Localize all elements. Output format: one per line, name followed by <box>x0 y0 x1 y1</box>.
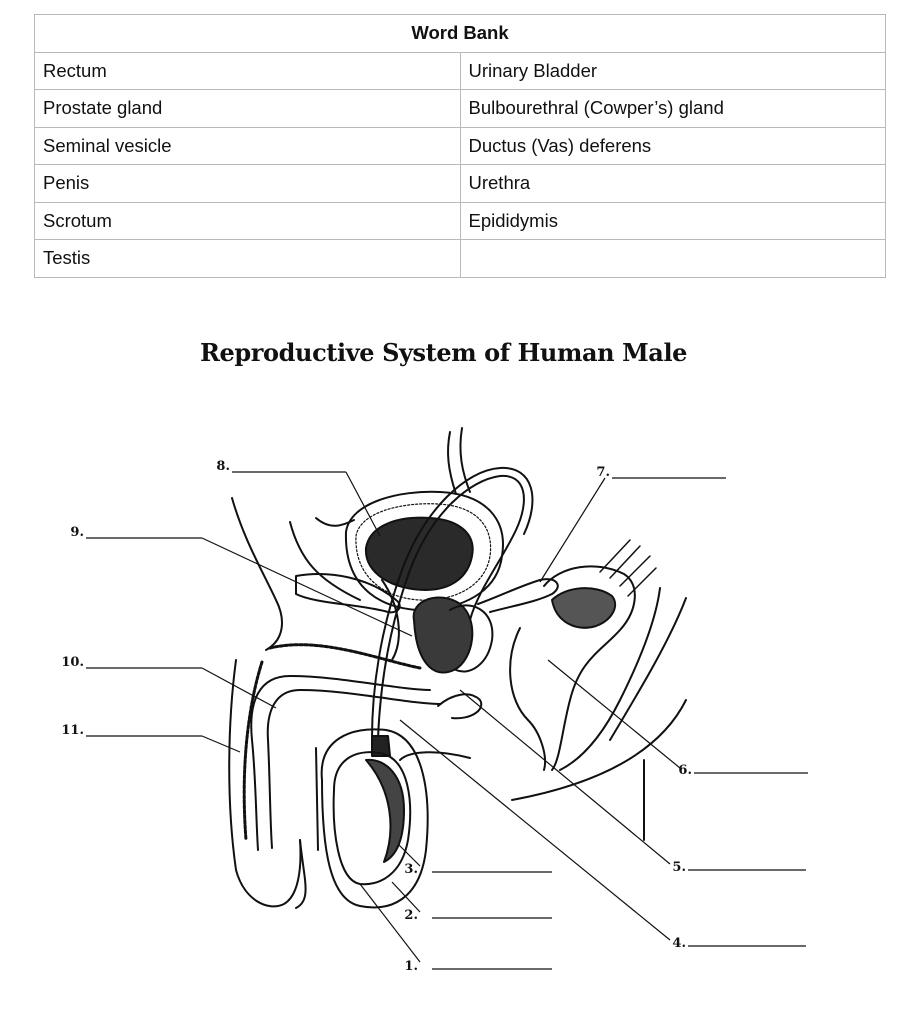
word-bank-term: Testis <box>34 239 461 278</box>
anatomy-drawing <box>228 427 687 909</box>
diagram-title: Reproductive System of Human Male <box>200 338 688 367</box>
word-bank-term: Prostate gland <box>34 89 461 128</box>
label-3: 3. <box>404 862 418 877</box>
label-7-pointer <box>539 477 606 583</box>
seminal-vesicle <box>477 578 559 613</box>
diagram-labels: 1. 2. 3. 4. 5. 6. 7. 8. 9. 10. 11. <box>61 459 692 974</box>
rectum-lumen <box>551 587 617 629</box>
epididymis <box>365 758 405 863</box>
rectum-muscle-fibers <box>599 539 657 597</box>
sacral-line <box>559 587 661 771</box>
word-bank-term: Penis <box>34 164 461 203</box>
penis-outline <box>228 659 302 908</box>
label-3-pointer <box>397 843 421 867</box>
ureter-left <box>447 431 457 495</box>
word-bank-row: Penis Urethra <box>34 164 886 203</box>
urethra <box>250 675 431 851</box>
label-4-pointer <box>399 719 671 941</box>
rectum-outline <box>543 565 636 771</box>
word-bank-term <box>459 239 886 278</box>
testis <box>332 751 412 886</box>
label-7: 7. <box>596 465 610 480</box>
word-bank-term: Scrotum <box>34 201 461 240</box>
label-2: 2. <box>404 908 418 923</box>
label-4: 4. <box>672 936 686 951</box>
scrotum-outline <box>320 728 429 909</box>
back-contour <box>609 597 687 741</box>
label-6-pointer <box>547 659 681 769</box>
word-bank-term: Urethra <box>459 164 886 203</box>
label-10-pointer <box>201 667 277 709</box>
label-9: 9. <box>70 525 84 540</box>
perineal-line <box>399 751 471 761</box>
leader-lines <box>86 471 808 970</box>
word-bank-header-row: Word Bank <box>34 14 886 53</box>
word-bank-term: Rectum <box>34 51 461 90</box>
label-1-pointer <box>359 883 421 963</box>
label-9-pointer <box>201 537 413 637</box>
word-bank-row: Seminal vesicle Ductus (Vas) deferens <box>34 126 886 165</box>
label-8: 8. <box>216 459 230 474</box>
label-10: 10. <box>61 655 84 670</box>
urethra-inner <box>266 689 441 849</box>
perineum-contour <box>511 699 687 801</box>
prostate-gland <box>412 596 474 674</box>
word-bank-term: Urinary Bladder <box>459 51 886 90</box>
ureter-right <box>459 427 471 493</box>
glans <box>295 839 307 909</box>
label-1: 1. <box>404 959 418 974</box>
rectum-inner <box>509 627 546 771</box>
label-5: 5. <box>672 860 686 875</box>
ductus-deferens-outer <box>377 474 525 739</box>
corpus-cavernosum <box>242 660 264 842</box>
abdominal-wall-outline <box>231 497 283 651</box>
label-2-pointer <box>391 881 421 913</box>
label-5-pointer <box>459 689 671 865</box>
peritoneum-line <box>289 521 361 601</box>
word-bank-row: Testis <box>34 239 886 278</box>
word-bank-title: Word Bank <box>34 14 886 53</box>
ductus-deferens-inner <box>371 466 534 739</box>
word-bank-term: Bulbourethral (Cowper’s) gland <box>459 89 886 128</box>
label-11: 11. <box>61 723 84 738</box>
pubic-bone <box>295 573 401 614</box>
prostate-outer <box>449 604 494 673</box>
word-bank-row: Prostate gland Bulbourethral (Cowper’s) … <box>34 89 886 128</box>
scrotal-septum <box>315 747 319 851</box>
pubic-line <box>315 517 355 527</box>
corpus-spongiosum <box>268 643 422 670</box>
word-bank-term: Seminal vesicle <box>34 126 461 165</box>
pubic-symphysis <box>381 579 400 661</box>
word-bank-term: Epididymis <box>459 201 886 240</box>
word-bank-row: Rectum Urinary Bladder <box>34 51 886 90</box>
word-bank-row: Scrotum Epididymis <box>34 201 886 240</box>
word-bank-term: Ductus (Vas) deferens <box>459 126 886 165</box>
word-bank-table: Word Bank Rectum Urinary Bladder Prostat… <box>34 14 886 278</box>
label-6: 6. <box>678 763 692 778</box>
label-11-pointer <box>201 735 241 753</box>
bulbourethral-gland <box>437 693 483 720</box>
label-8-pointer <box>345 471 381 537</box>
